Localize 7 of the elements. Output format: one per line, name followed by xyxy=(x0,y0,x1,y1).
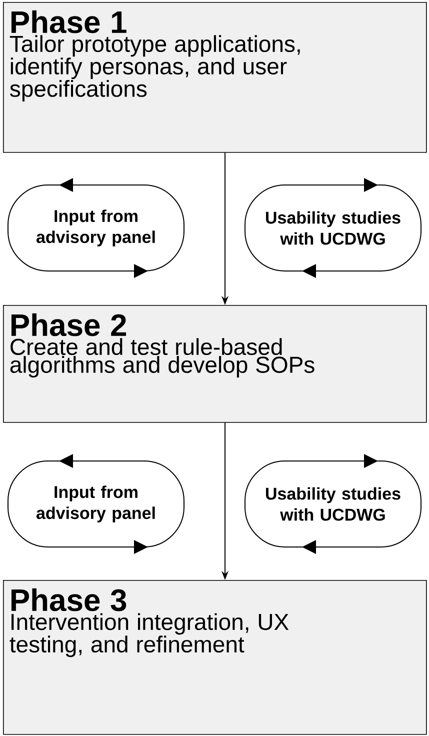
cycle-loop: Usability studies with UCDWG xyxy=(244,454,422,554)
phase-box: Phase 1 Tailor prototype applications, identify personas, and user specifications xyxy=(3,2,427,153)
cycle-loop: Input from advisory panel xyxy=(8,454,184,554)
phase-box: Phase 2 Create and test rule-based algorithms and develop SOPs xyxy=(3,305,427,423)
cycle-loop: Usability studies with UCDWG xyxy=(244,178,422,278)
phase-box: Phase 3 Intervention integration, UX testing, and refinement xyxy=(3,580,427,735)
cycle-loop: Input from advisory panel xyxy=(8,178,184,278)
